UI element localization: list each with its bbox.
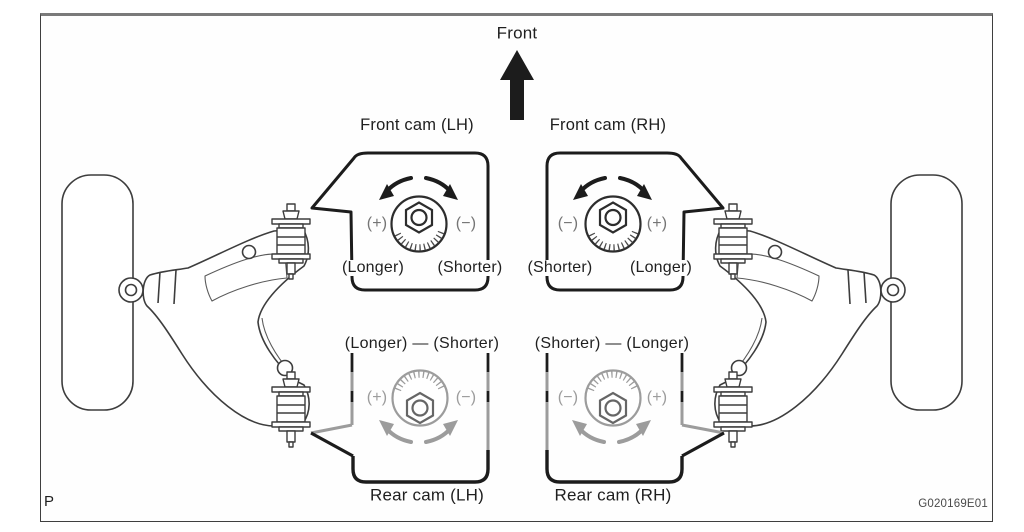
rear-cam-rh-callout — [545, 353, 725, 484]
front-cam-lh-callout — [310, 151, 490, 292]
rotate-left-arrow — [578, 427, 606, 444]
front-rh-shorter-label: (Shorter) — [525, 259, 595, 276]
rear-rh-relation-label: (Shorter) — (Longer) — [532, 335, 692, 352]
front-lh-longer-label: (Longer) — [339, 259, 407, 276]
rotate-left-arrow — [579, 176, 607, 193]
rotate-right-arrow — [617, 427, 645, 444]
front-cam-rh-title: Front cam (RH) — [549, 115, 667, 134]
right-suspension-assembly — [714, 175, 962, 447]
figure-code: G020169E01 — [918, 498, 988, 510]
rotate-right-arrow — [618, 176, 646, 193]
front-cam-rh-callout — [545, 151, 725, 292]
front-lh-shorter-label: (Shorter) — [435, 259, 505, 276]
front-lh-plus-sign: (+) — [366, 215, 388, 232]
front-lh-minus-sign: (−) — [455, 215, 477, 232]
front-rh-minus-sign: (−) — [557, 215, 579, 232]
rear-cam-rh-dial — [572, 369, 651, 444]
rear-cam-rh-title: Rear cam (RH) — [554, 485, 672, 505]
rear-rh-minus-sign: (−) — [557, 389, 579, 406]
front-rh-plus-sign: (+) — [646, 215, 668, 232]
front-cam-lh-dial — [379, 176, 458, 253]
rear-cam-lh-dial — [379, 369, 458, 444]
rear-lh-relation-label: (Longer) — (Shorter) — [342, 335, 502, 352]
rotate-left-arrow — [385, 427, 413, 444]
rotate-right-arrow — [424, 176, 452, 193]
front-cam-lh-title: Front cam (LH) — [360, 115, 474, 134]
front-rh-longer-label: (Longer) — [627, 259, 695, 276]
page-marker: P — [44, 493, 55, 510]
rotate-right-arrow — [424, 427, 452, 444]
front-direction-arrow — [500, 50, 534, 120]
front-cam-rh-dial — [573, 176, 652, 253]
rear-lh-minus-sign: (−) — [455, 389, 477, 406]
front-direction-label: Front — [496, 23, 538, 43]
rear-cam-lh-title: Rear cam (LH) — [369, 485, 485, 505]
rear-cam-lh-callout — [310, 353, 490, 484]
rear-lh-plus-sign: (+) — [366, 389, 388, 406]
rotate-left-arrow — [385, 176, 413, 193]
left-suspension-assembly — [62, 175, 310, 447]
rear-rh-plus-sign: (+) — [646, 389, 668, 406]
